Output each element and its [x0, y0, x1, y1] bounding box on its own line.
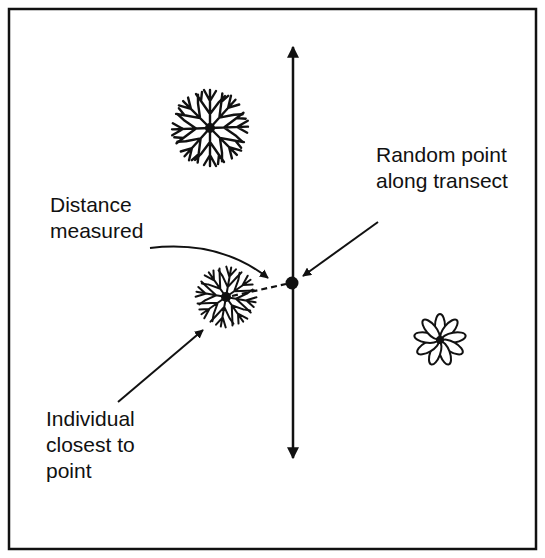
distance-line: [232, 284, 286, 296]
callout-label: Distance measured: [50, 192, 170, 244]
leader-arrow: [118, 330, 203, 402]
plant-rosette: [414, 314, 467, 366]
callout-label: Random point along transect: [376, 142, 526, 194]
callout-label: Individual closest to point: [46, 406, 166, 484]
transect-line: [292, 47, 295, 458]
leader-arrow: [150, 247, 268, 278]
frame: [9, 9, 536, 549]
plant-dendritic: [171, 90, 248, 166]
leader-arrow: [303, 222, 378, 276]
plant-closest: [194, 265, 257, 328]
random-point: [286, 277, 299, 290]
